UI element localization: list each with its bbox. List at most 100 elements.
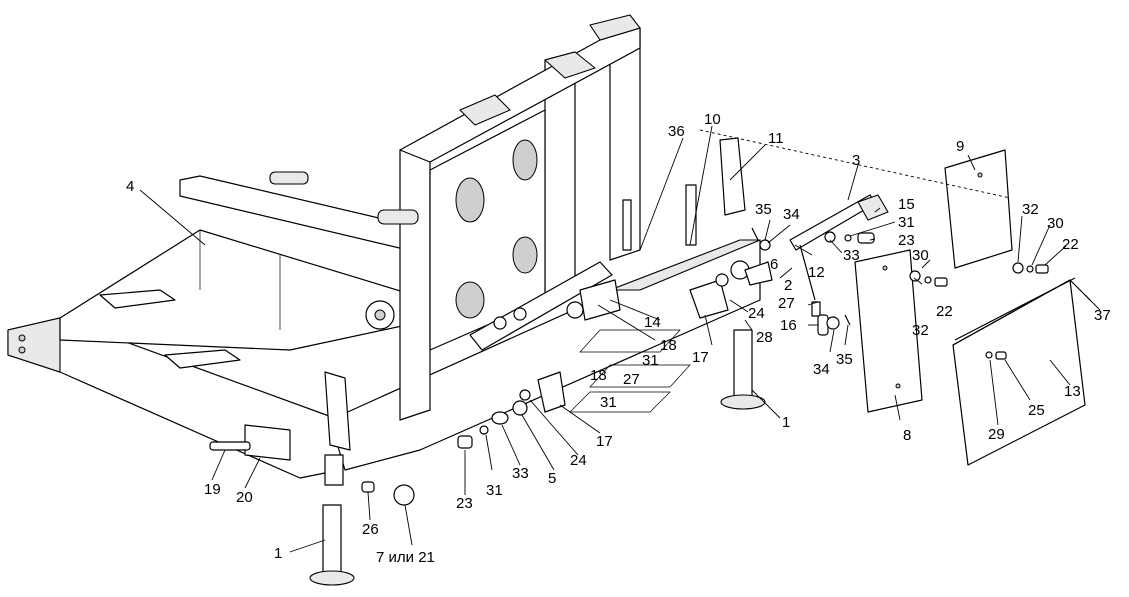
leader-32b <box>1017 215 1023 263</box>
leader-28 <box>744 319 753 331</box>
panel-hole <box>882 265 888 271</box>
leg-1-right <box>733 329 753 399</box>
leader-19 <box>211 449 226 481</box>
callout-3: 3 <box>852 152 860 169</box>
callout-37: 37 <box>1094 307 1111 324</box>
leader-32 <box>913 277 923 285</box>
pin-16 <box>817 314 829 336</box>
callout-17-right: 17 <box>692 349 709 366</box>
washer-5 <box>512 400 528 416</box>
washer-30 <box>1026 265 1034 273</box>
callout-22-upper: 22 <box>1062 236 1079 253</box>
leader-30 <box>1031 224 1051 266</box>
callout-13: 13 <box>1064 383 1081 400</box>
frame-roof-block <box>589 14 641 41</box>
panel-8 <box>854 249 923 413</box>
callout-36: 36 <box>668 123 685 140</box>
washer-33 <box>824 231 836 243</box>
callout-2: 2 <box>784 277 792 294</box>
bolt-23 <box>857 232 875 244</box>
callout-25: 25 <box>1028 402 1045 419</box>
panel-hole <box>895 383 901 389</box>
washer-31 <box>844 234 852 242</box>
leader-5 <box>521 414 555 471</box>
bushing <box>493 316 507 330</box>
leader-35 <box>844 324 849 346</box>
leader-37 <box>1084 294 1101 311</box>
frame-front-plate <box>7 317 61 373</box>
leader-13 <box>1049 359 1071 386</box>
callout-35-upper: 35 <box>755 201 772 218</box>
leader-17-lower <box>559 404 601 434</box>
leader-33 <box>501 424 521 466</box>
frame-rear-top <box>609 239 761 291</box>
bushing <box>513 307 527 321</box>
leader-25 <box>1004 359 1031 401</box>
frame-bolt <box>18 346 26 354</box>
link-bar-14 <box>469 261 613 351</box>
nut-24 <box>519 389 531 401</box>
frame-fin <box>324 371 351 451</box>
leader-7 <box>404 504 413 546</box>
cotter-35 <box>751 227 759 241</box>
leader-27 <box>807 301 819 306</box>
leader-15 <box>874 207 881 213</box>
callout-30-left: 30 <box>912 247 929 264</box>
leg-1-left-foot <box>309 570 355 586</box>
washer-31 <box>479 425 489 435</box>
leader-30-left <box>921 259 931 269</box>
callout-20: 20 <box>236 489 253 506</box>
rod-12 <box>799 244 816 301</box>
leader-1-left <box>289 539 326 553</box>
leader-31 <box>485 434 493 471</box>
plate-17-upper <box>579 279 621 321</box>
callout-23-upper: 23 <box>898 232 915 249</box>
leader-35-upper <box>764 219 771 241</box>
callout-24-right: 24 <box>748 305 765 322</box>
frame-roof-block <box>544 51 596 79</box>
callout-27-right: 27 <box>778 295 795 312</box>
reference-outlines <box>569 329 691 413</box>
callout-18-mid: 18 <box>590 367 607 384</box>
frame-bracket <box>164 349 241 369</box>
callout-15: 15 <box>898 196 915 213</box>
washer-29 <box>985 351 993 359</box>
link-assembly <box>457 260 773 449</box>
leader-4 <box>139 189 206 246</box>
callout-17-lower: 17 <box>596 433 613 450</box>
washer-32 <box>909 270 921 282</box>
callout-10: 10 <box>704 111 721 128</box>
frame-hole <box>512 236 538 274</box>
callout-27-mid: 27 <box>623 371 640 388</box>
frame-spring <box>377 209 419 225</box>
callout-32-upper: 32 <box>1022 201 1039 218</box>
leader-9 <box>967 154 976 171</box>
callout-19: 19 <box>204 481 221 498</box>
frame-hole <box>512 139 538 181</box>
panels <box>854 149 1091 466</box>
frame-block-20 <box>244 424 291 461</box>
strip-37-body <box>954 277 1076 341</box>
callout-30-upper: 30 <box>1047 215 1064 232</box>
frame-fin-right <box>719 137 746 216</box>
frame-bracket <box>99 289 176 309</box>
ref-outline <box>589 364 691 388</box>
hook-6 <box>744 261 773 286</box>
leader-10 <box>689 125 713 246</box>
bushing-24 <box>715 273 729 287</box>
callout-31-upper: 31 <box>898 214 915 231</box>
callout-labels: 4 36 10 11 3 9 15 35 34 31 23 30 33 6 12… <box>126 111 1111 566</box>
leader-24 <box>729 299 749 313</box>
callout-34-upper: 34 <box>783 206 800 223</box>
washer-34 <box>826 316 840 330</box>
cotter-35 <box>844 314 851 326</box>
callout-35-lower: 35 <box>836 351 853 368</box>
leg-1-left <box>322 504 342 576</box>
callout-6: 6 <box>770 256 778 273</box>
nut-26 <box>361 481 375 493</box>
callout-31-mid: 31 <box>642 352 659 369</box>
frame-hole <box>455 177 485 223</box>
leader-24-lower <box>529 399 579 456</box>
leader-18 <box>597 304 656 341</box>
callout-24-lower: 24 <box>570 452 587 469</box>
